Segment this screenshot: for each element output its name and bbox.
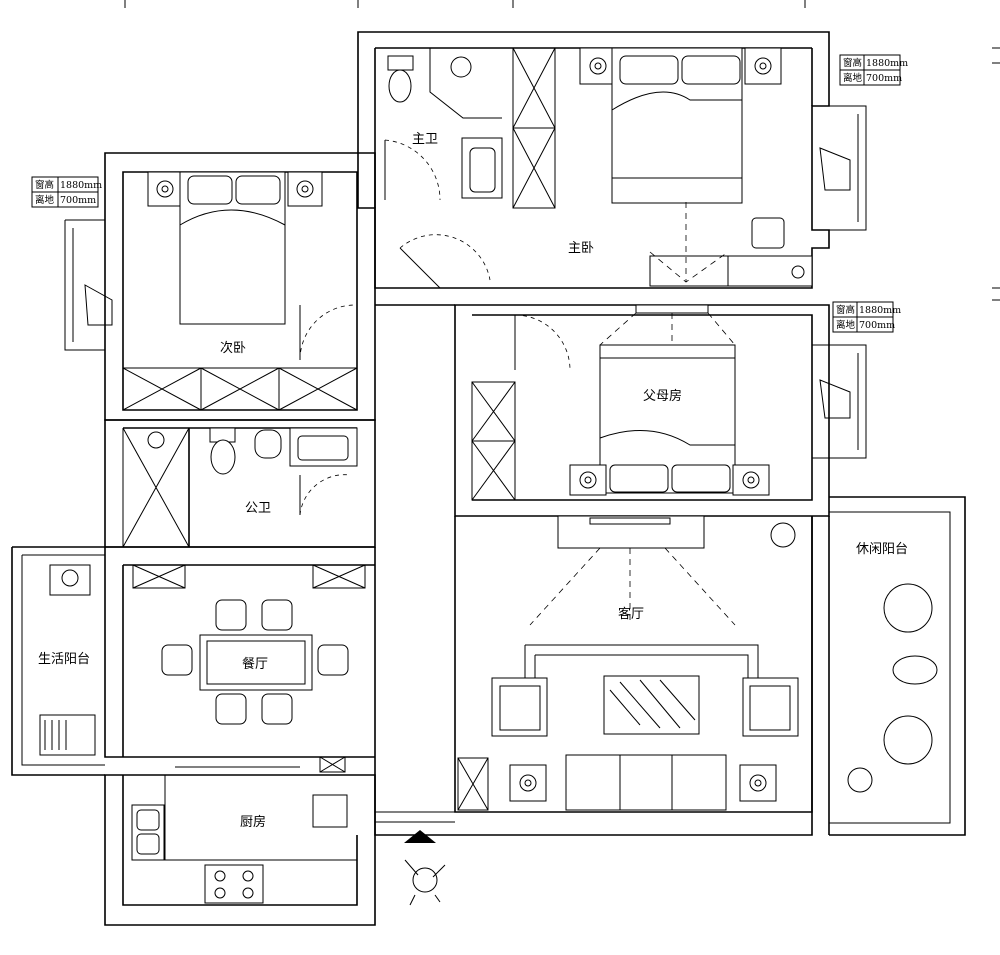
room-label-master-bath: 主卫 (412, 132, 438, 147)
window-note-value: 1880mm (866, 58, 908, 69)
window-note-label: 离地 (836, 319, 856, 331)
window-note-label: 窗高 (836, 304, 855, 316)
second-bedroom-fixtures (122, 171, 358, 411)
window-note-value: 1880mm (60, 180, 102, 191)
balcony-fixtures (39, 147, 938, 793)
room-label-master-bedroom: 主卧 (568, 241, 594, 256)
public-bath-fixtures (122, 427, 358, 548)
room-label-living-room: 客厅 (618, 606, 644, 622)
window-note-box-top-right: 窗高 1880mm 离地 700mm (839, 54, 908, 86)
dimension-ticks (124, 0, 1000, 301)
window-note-label: 离地 (843, 72, 863, 84)
parents-room-fixtures (471, 304, 770, 501)
door-leaves (299, 140, 516, 515)
window-note-value: 700mm (859, 320, 895, 331)
window-note-value: 700mm (866, 73, 902, 84)
window-note-value: 700mm (60, 195, 96, 206)
window-note-label: 窗高 (843, 57, 862, 69)
entrance-marker (404, 830, 446, 906)
room-label-dining-room: 餐厅 (242, 656, 268, 672)
room-label-second-bedroom: 次卧 (220, 340, 246, 356)
window-note-value: 1880mm (859, 305, 901, 316)
door-swings (299, 139, 571, 516)
living-room-fixtures (457, 515, 799, 811)
window-note-box-left: 窗高 1880mm 离地 700mm (31, 176, 102, 208)
master-bath-fixtures (387, 47, 556, 209)
window-note-box-mid-right: 窗高 1880mm 离地 700mm (832, 301, 901, 333)
room-label-utility-balcony: 生活阳台 (38, 652, 90, 667)
room-label-kitchen: 厨房 (240, 814, 266, 830)
room-label-leisure-balcony: 休闲阳台 (856, 542, 908, 557)
room-label-public-bath: 公卫 (245, 501, 271, 516)
window-note-label: 离地 (35, 194, 55, 206)
dining-fixtures (132, 564, 366, 725)
room-label-parents-room: 父母房 (643, 388, 682, 404)
window-note-label: 窗高 (35, 179, 54, 191)
master-bedroom-fixtures (579, 47, 813, 287)
kitchen-fixtures (131, 756, 357, 904)
room-labels: 主卫 主卧 次卧 父母房 公卫 客厅 餐厅 厨房 生活阳台 休闲阳台 (38, 132, 908, 830)
